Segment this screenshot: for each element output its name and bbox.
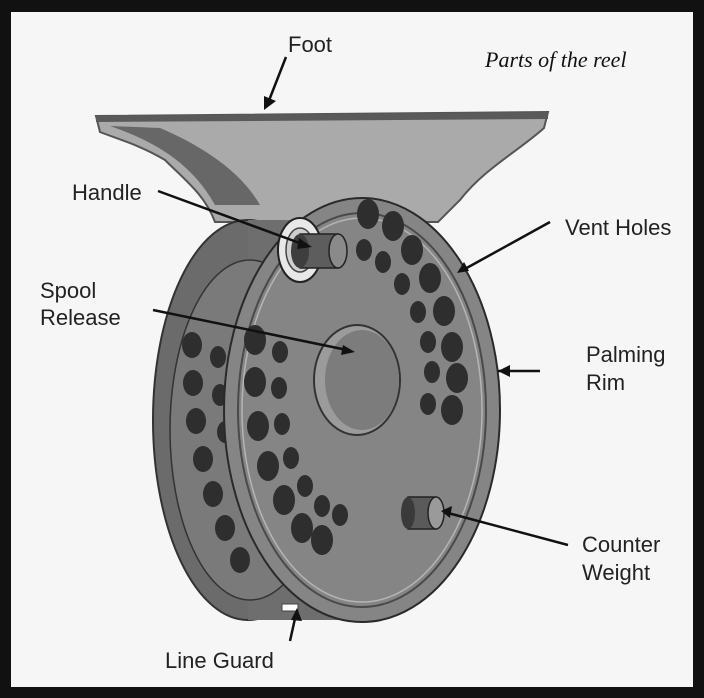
label-counter-weight-line1: Counter — [582, 532, 660, 557]
line-guard — [282, 604, 298, 611]
label-vent-holes: Vent Holes — [565, 215, 671, 240]
counter-weight — [401, 497, 444, 529]
label-spool-release-line1: Spool — [40, 278, 96, 303]
spool-release-button — [314, 325, 400, 435]
label-foot: Foot — [288, 32, 332, 57]
label-line-guard: Line Guard — [165, 648, 274, 673]
label-counter-weight-line2: Weight — [582, 560, 650, 585]
label-handle: Handle — [72, 180, 142, 205]
label-spool-release-line2: Release — [40, 305, 121, 330]
label-palming-rim-line1: Palming — [586, 342, 665, 367]
label-palming-rim-line2: Rim — [586, 370, 625, 395]
diagram-title: Parts of the reel — [484, 47, 627, 72]
